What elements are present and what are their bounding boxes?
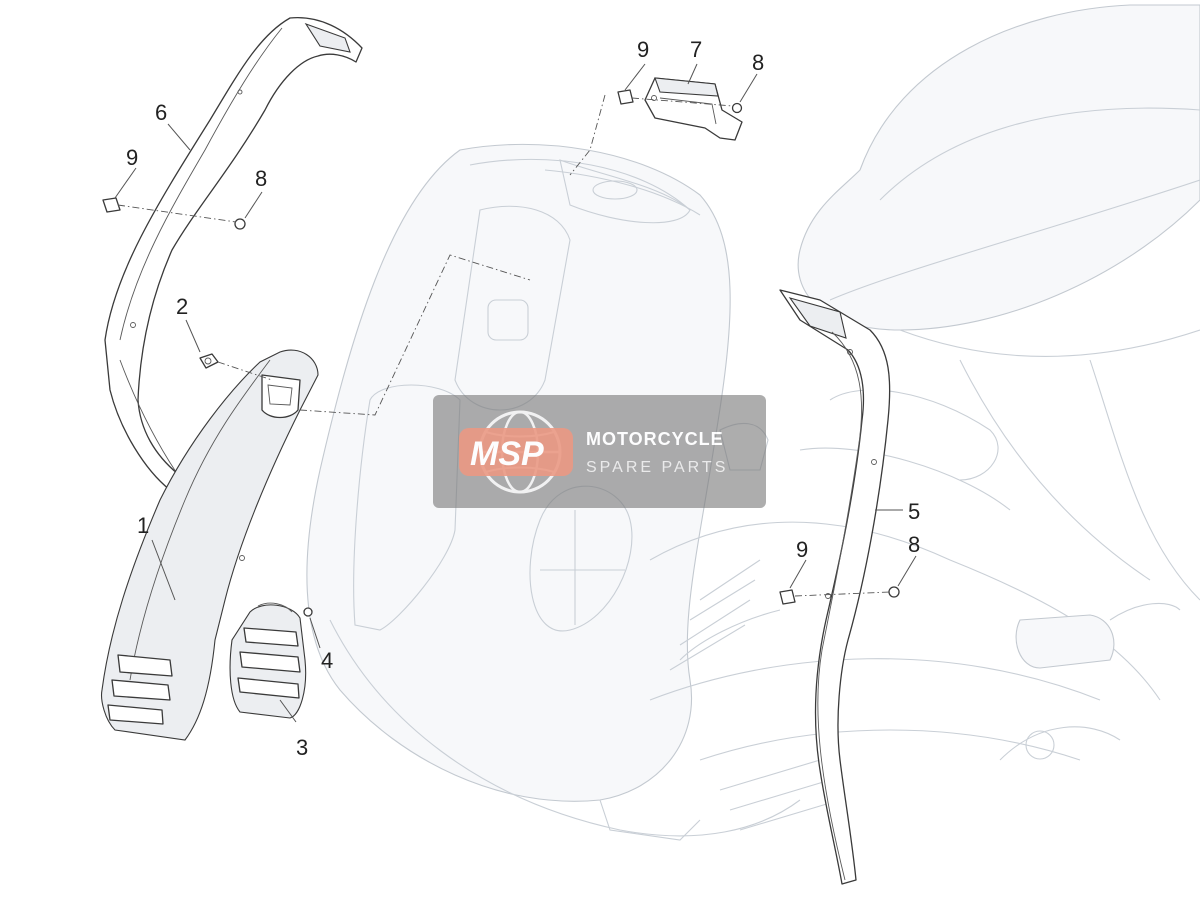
watermark: MSP MOTORCYCLE SPARE PARTS [433,395,766,508]
callout-8b: 8 [752,50,764,75]
fastener-screw-4 [303,607,313,617]
callout-8a: 8 [255,166,267,191]
fastener-clip-9a [102,197,121,213]
fastener-clip-9b [617,89,634,105]
part-7-bracket [644,77,743,141]
callout-3: 3 [296,735,308,760]
callout-6: 6 [155,100,167,125]
watermark-logo: MSP [470,435,544,473]
watermark-line2: SPARE PARTS [586,459,728,476]
watermark-logo-badge [459,428,573,476]
part-5-right-trim [779,289,891,885]
callout-9c: 9 [796,537,808,562]
callout-9b: 9 [637,37,649,62]
leader-lines [114,63,917,723]
callout-1: 1 [137,513,149,538]
watermark-line1: MOTORCYCLE [586,429,724,449]
callout-7: 7 [690,37,702,62]
fastener-clip-9c [779,589,796,605]
fastener-screw-8a [234,218,246,230]
fastener-screw-2 [199,353,219,369]
part-1-left-cover [101,349,319,741]
callout-9a: 9 [126,145,138,170]
callout-5: 5 [908,499,920,524]
fastener-screw-8c [888,586,900,598]
watermark-panel [433,395,766,508]
callout-4: 4 [321,648,333,673]
fastener-screw-8b [731,102,743,114]
assembly-lines [117,94,891,597]
callouts: 1 2 3 4 5 6 7 8 8 8 9 9 9 [126,37,920,760]
part-6-left-trim [104,16,363,491]
callout-8c: 8 [908,532,920,557]
callout-2: 2 [176,294,188,319]
part-3-grille [229,602,307,719]
